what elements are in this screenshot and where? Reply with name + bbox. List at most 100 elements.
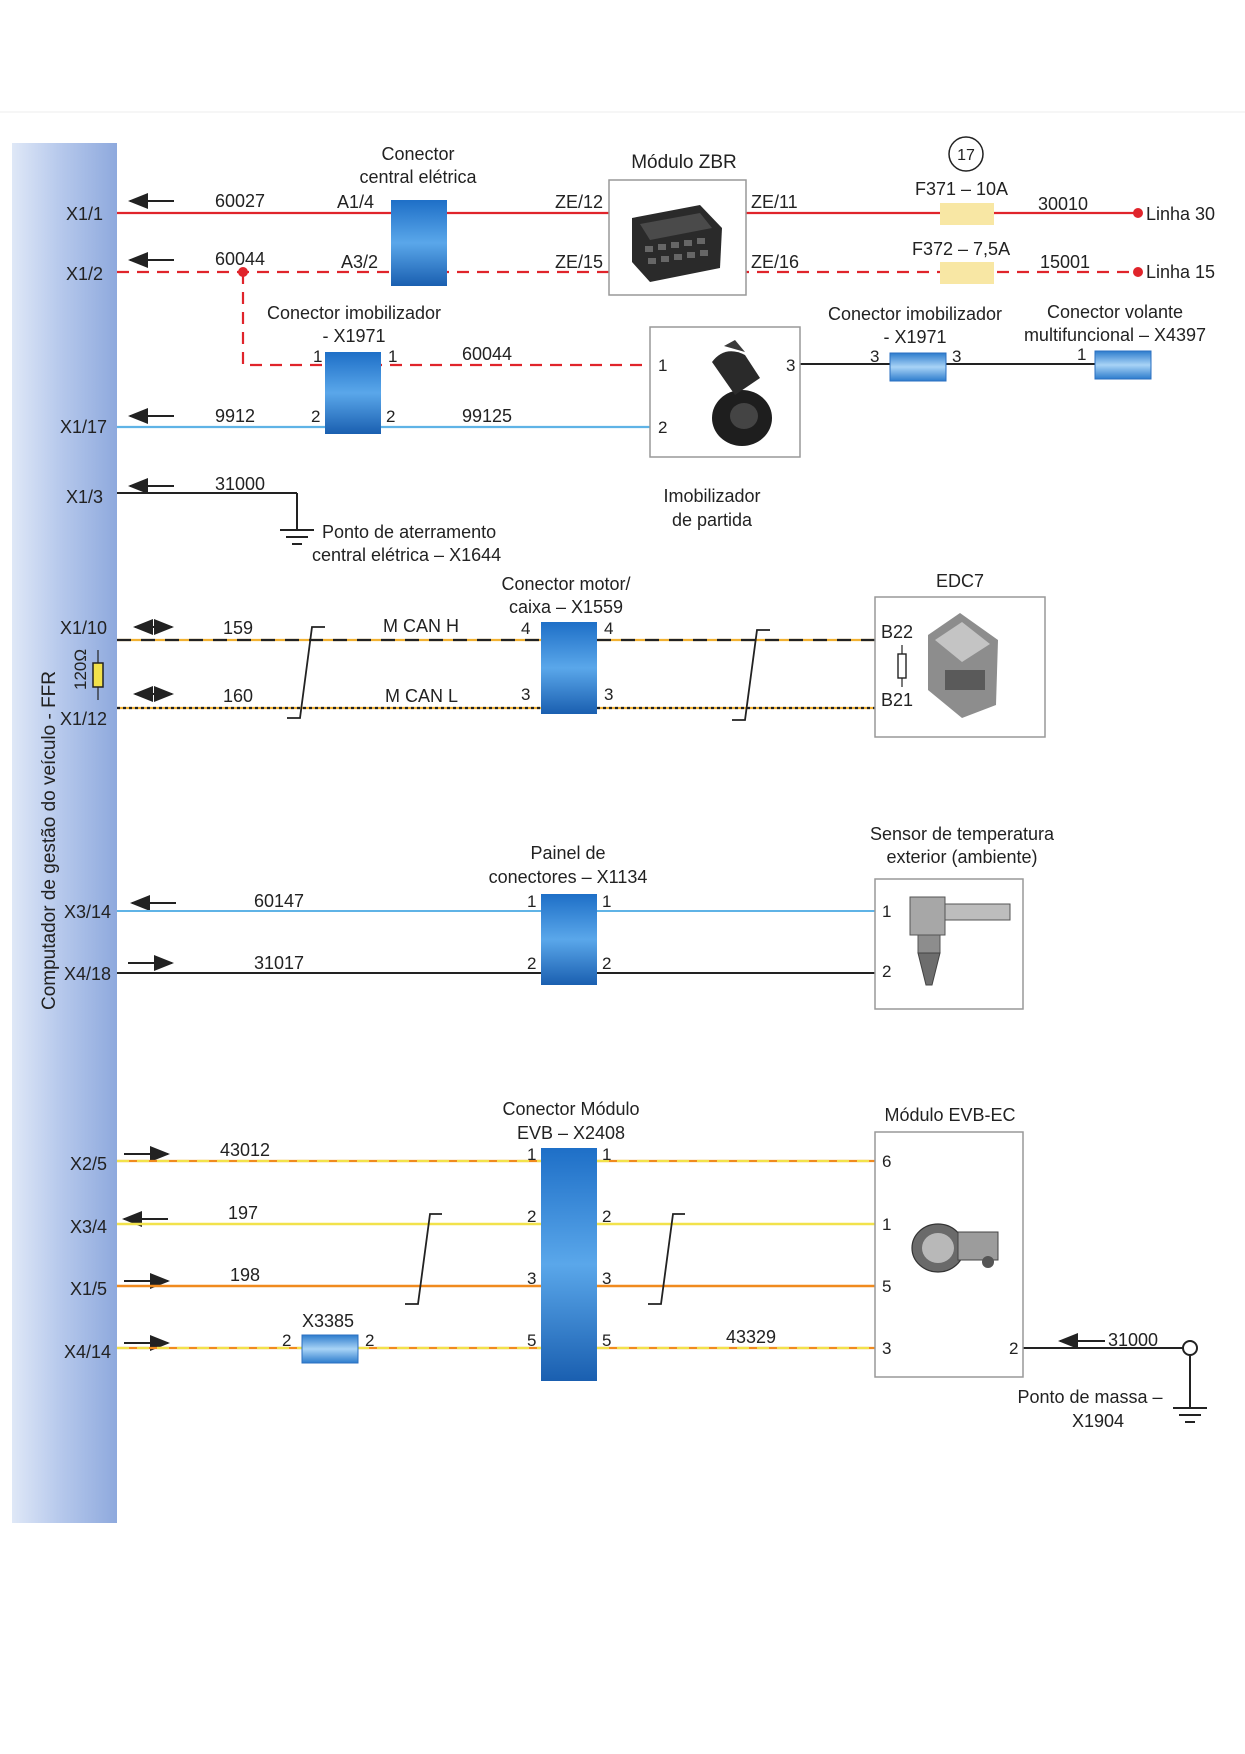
pin-label: X1/17 (60, 417, 107, 437)
pin-b21: B21 (881, 690, 913, 710)
pin-label: X1/2 (66, 264, 103, 284)
evb-conn-subtitle: EVB – X2408 (517, 1123, 625, 1143)
ground1-line1: Ponto de aterramento (322, 522, 496, 542)
imob-connector-2 (889, 352, 947, 382)
pin-label: X2/5 (70, 1154, 107, 1174)
wire-number: 198 (230, 1265, 260, 1285)
wire-number: 60044 (462, 344, 512, 364)
x3385-label: X3385 (302, 1311, 354, 1331)
central-connector (391, 200, 447, 286)
volante-connector (1094, 350, 1152, 380)
wire-number: 159 (223, 618, 253, 638)
pin-label: X1/1 (66, 204, 103, 224)
pin-label: X3/4 (70, 1217, 107, 1237)
pin-ze12: ZE/12 (555, 192, 603, 212)
pin-label: X1/3 (66, 487, 103, 507)
pin-number: 1 (882, 1215, 891, 1234)
pin-number: 1 (388, 347, 397, 366)
pin-ze16: ZE/16 (751, 252, 799, 272)
pin-label: X1/12 (60, 709, 107, 729)
pin-number: 2 (882, 962, 891, 981)
edc-resistor-icon (897, 653, 907, 679)
pin-number: 1 (1077, 345, 1086, 364)
wire-number: 60044 (215, 249, 265, 269)
wire-number: 60027 (215, 191, 265, 211)
central-title: Conector (381, 144, 454, 164)
ground2-line1: Ponto de massa – (1017, 1387, 1162, 1407)
wire-number: 43329 (726, 1327, 776, 1347)
pin-number: 2 (658, 418, 667, 437)
pin-number: 1 (313, 347, 322, 366)
immobilizer-title: Imobilizador (663, 486, 760, 506)
pin-number: 5 (527, 1331, 536, 1350)
pin-a14: A1/4 (337, 192, 374, 212)
pin-number: 4 (604, 619, 613, 638)
can-conn-subtitle: caixa – X1559 (509, 597, 623, 617)
evb-module-title: Módulo EVB-EC (884, 1105, 1015, 1125)
wire-number: 43012 (220, 1140, 270, 1160)
imob-conn2-title: Conector imobilizador (828, 304, 1002, 324)
evb-module-image (911, 1223, 999, 1273)
sensor-title: Sensor de temperatura (870, 824, 1055, 844)
pin-label: X3/14 (64, 902, 111, 922)
edc-title: EDC7 (936, 571, 984, 591)
pin-a32: A3/2 (341, 252, 378, 272)
pin-number: 3 (786, 356, 795, 375)
ecu-bar (12, 143, 117, 1523)
evb-wires (117, 1159, 1207, 1423)
can-wires (117, 626, 875, 721)
can-conn-title: Conector motor/ (501, 574, 630, 594)
pin-number: 1 (658, 356, 667, 375)
pin-number: 2 (386, 407, 395, 426)
pin-b22: B22 (881, 622, 913, 642)
sensor-subtitle: exterior (ambiente) (886, 847, 1037, 867)
fuse-f371-label: F371 – 10A (915, 179, 1008, 199)
pin-number: 1 (527, 1145, 536, 1164)
pin-number: 4 (521, 619, 530, 638)
pin-number: 2 (602, 954, 611, 973)
pin-number: 3 (882, 1339, 891, 1358)
sensor-box (874, 878, 1024, 1010)
pin-number: 1 (882, 902, 891, 921)
can-connector (541, 622, 597, 714)
can-high-label: M CAN H (383, 616, 459, 636)
pin-number: 5 (882, 1277, 891, 1296)
volante-subtitle: multifuncional – X4397 (1024, 325, 1206, 345)
wire-number: 31017 (254, 953, 304, 973)
pin-number: 2 (602, 1207, 611, 1226)
immobilizer-subtitle: de partida (672, 510, 753, 530)
temperature-sensor-image (909, 896, 1011, 986)
pin-number: 3 (527, 1269, 536, 1288)
pin-ze15: ZE/15 (555, 252, 603, 272)
ecu-label: Computador de gestão do veículo - FFR (39, 671, 60, 1010)
pin-number: 3 (952, 347, 961, 366)
wire-number: 99125 (462, 406, 512, 426)
line-30-label: Linha 30 (1146, 204, 1215, 224)
ground2-line2: X1904 (1072, 1411, 1124, 1431)
immobilizer-image (712, 340, 772, 446)
wire-number: 9912 (215, 406, 255, 426)
fuse-f371 (940, 203, 994, 225)
imob-conn2-subtitle: - X1971 (883, 327, 946, 347)
panel-subtitle: conectores – X1134 (489, 867, 648, 887)
fuse-ref-circle (948, 136, 984, 172)
wire-number: 160 (223, 686, 253, 706)
wire-number: 30010 (1038, 194, 1088, 214)
wire-number: 197 (228, 1203, 258, 1223)
fuse-f372 (940, 262, 994, 284)
pin-number: 3 (870, 347, 879, 366)
volante-title: Conector volante (1047, 302, 1183, 322)
central-subtitle: central elétrica (359, 167, 477, 187)
pin-number: 2 (527, 1207, 536, 1226)
pin-label: X1/5 (70, 1279, 107, 1299)
pin-number: 2 (1009, 1339, 1018, 1358)
pin-number: 6 (882, 1152, 891, 1171)
panel-title: Painel de (530, 843, 605, 863)
pin-number: 2 (282, 1331, 291, 1350)
signal-arrows (122, 193, 1105, 1351)
evb-connector (541, 1148, 597, 1381)
pin-number: 1 (527, 892, 536, 911)
imob-connector (325, 352, 381, 434)
imob-conn-subtitle: - X1971 (322, 326, 385, 346)
zbr-module-image (632, 205, 722, 282)
